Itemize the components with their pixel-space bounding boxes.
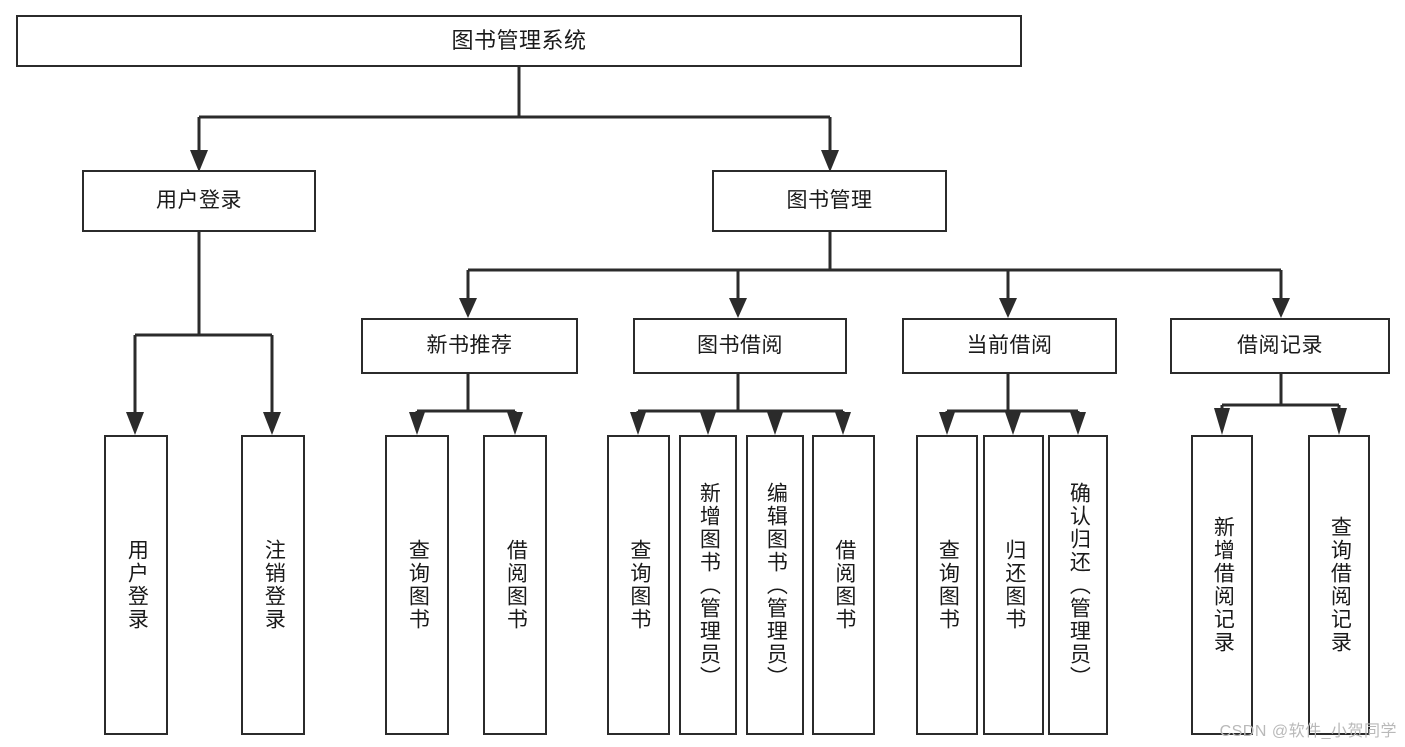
node-label: 当前借阅 xyxy=(966,333,1053,357)
arrowhead-leaf-query-1 xyxy=(409,412,425,435)
arrowhead-leaf-edit-book xyxy=(767,412,783,435)
node-label: 借阅记录 xyxy=(1237,333,1323,357)
node-label: 新增图书（管理员） xyxy=(697,481,721,689)
node-label: 用户登录 xyxy=(125,539,149,631)
node-borrow-record[interactable]: 借阅记录 xyxy=(1170,318,1390,374)
leaf-confirm-return[interactable]: 确认归还（管理员） xyxy=(1048,435,1108,735)
leaf-return-book[interactable]: 归还图书 xyxy=(983,435,1044,735)
arrowhead-leaf-add-book xyxy=(700,412,716,435)
leaf-query-book-recommend[interactable]: 查询图书 xyxy=(385,435,449,735)
arrowhead-leaf-query-2 xyxy=(630,412,646,435)
arrowhead-record xyxy=(1272,298,1290,318)
node-label: 查询图书 xyxy=(406,539,430,631)
arrowhead-leaf-borrow-1 xyxy=(507,412,523,435)
leaf-query-borrow-record[interactable]: 查询借阅记录 xyxy=(1308,435,1370,735)
arrowhead-recommend xyxy=(459,298,477,318)
node-current-borrow[interactable]: 当前借阅 xyxy=(902,318,1117,374)
node-label: 借阅图书 xyxy=(832,539,856,631)
arrowhead-leaf-borrow-2 xyxy=(835,412,851,435)
arrowhead-leaf-query-3 xyxy=(939,412,955,435)
arrowhead-leaf-user-login xyxy=(126,412,144,435)
leaf-add-borrow-record[interactable]: 新增借阅记录 xyxy=(1191,435,1253,735)
node-label: 新书推荐 xyxy=(426,333,513,357)
node-book-management[interactable]: 图书管理 xyxy=(712,170,947,232)
leaf-edit-book[interactable]: 编辑图书（管理员） xyxy=(746,435,804,735)
leaf-borrow-book[interactable]: 借阅图书 xyxy=(812,435,875,735)
csdn-watermark: CSDN @软件_小贺同学 xyxy=(1219,723,1397,740)
node-book-management-system[interactable]: 图书管理系统 xyxy=(16,15,1022,67)
arrowhead-leaf-logout xyxy=(263,412,281,435)
leaf-query-book-current[interactable]: 查询图书 xyxy=(916,435,978,735)
node-new-book-recommend[interactable]: 新书推荐 xyxy=(361,318,578,374)
arrowhead-book-management xyxy=(821,150,839,172)
leaf-query-book-borrow[interactable]: 查询图书 xyxy=(607,435,670,735)
node-label: 图书管理 xyxy=(786,188,873,212)
node-label: 编辑图书（管理员） xyxy=(764,481,788,689)
arrowhead-leaf-confirm xyxy=(1070,412,1086,435)
leaf-user-login[interactable]: 用户登录 xyxy=(104,435,168,735)
node-label: 归还图书 xyxy=(1002,539,1026,631)
arrowhead-leaf-query-record xyxy=(1331,408,1347,435)
arrowhead-leaf-return xyxy=(1005,412,1021,435)
node-label: 查询图书 xyxy=(936,539,960,631)
node-label: 用户登录 xyxy=(156,188,242,212)
node-label: 查询图书 xyxy=(627,539,651,631)
node-label: 图书借阅 xyxy=(697,333,783,357)
arrowhead-current xyxy=(999,298,1017,318)
arrowhead-user-login xyxy=(190,150,208,172)
node-label: 图书管理系统 xyxy=(451,28,587,54)
node-label: 确认归还（管理员） xyxy=(1067,481,1091,689)
arrowhead-borrow xyxy=(729,298,747,318)
arrowheads xyxy=(126,150,1347,435)
leaf-add-book[interactable]: 新增图书（管理员） xyxy=(679,435,737,735)
node-label: 注销登录 xyxy=(262,539,286,631)
node-label: 借阅图书 xyxy=(504,539,528,631)
node-user-login[interactable]: 用户登录 xyxy=(82,170,316,232)
node-label: 查询借阅记录 xyxy=(1328,516,1352,654)
arrowhead-leaf-add-record xyxy=(1214,408,1230,435)
leaf-logout[interactable]: 注销登录 xyxy=(241,435,305,735)
leaf-borrow-book-recommend[interactable]: 借阅图书 xyxy=(483,435,547,735)
node-book-borrow[interactable]: 图书借阅 xyxy=(633,318,847,374)
node-label: 新增借阅记录 xyxy=(1211,516,1235,654)
